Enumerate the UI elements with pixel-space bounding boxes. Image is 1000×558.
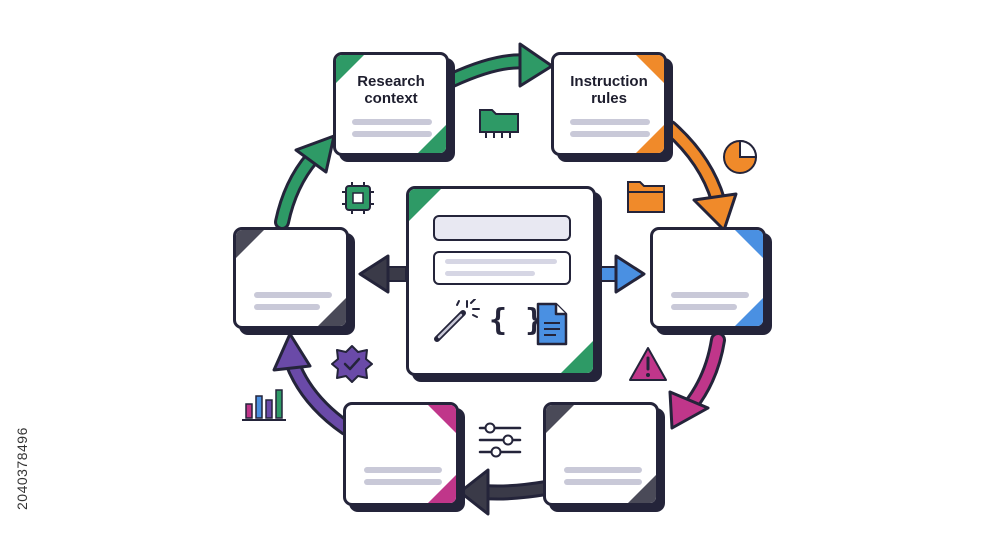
placeholder-line xyxy=(254,292,332,298)
accent-corner xyxy=(735,298,763,326)
magic-wand-icon xyxy=(434,299,480,342)
arrow-center-to-right xyxy=(614,254,646,294)
folder-icon xyxy=(627,181,665,213)
placeholder-line xyxy=(364,479,442,485)
center-card[interactable]: { } xyxy=(406,186,596,376)
arrow-left-to-research xyxy=(277,153,317,227)
placeholder-line xyxy=(564,467,642,473)
arrow-bottomright-to-bottomleft xyxy=(479,483,551,498)
placeholder-line xyxy=(254,304,320,310)
bottom-left-card[interactable] xyxy=(343,402,459,506)
right-card[interactable] xyxy=(650,227,766,329)
input-field[interactable] xyxy=(433,251,571,285)
placeholder-line xyxy=(445,259,557,264)
placeholder-line xyxy=(671,304,737,310)
placeholder-line xyxy=(445,271,535,276)
arrow-instruction-to-right xyxy=(665,123,723,205)
placeholder-line xyxy=(671,292,749,298)
verified-badge-icon xyxy=(331,345,373,383)
placeholder-line xyxy=(364,467,442,473)
accent-corner xyxy=(636,125,664,153)
placeholder-line xyxy=(570,131,650,137)
pie-chart-icon xyxy=(723,139,758,174)
research-context-card[interactable]: Research context xyxy=(333,52,449,156)
document-icon xyxy=(536,302,568,346)
accent-corner xyxy=(735,230,763,258)
accent-corner xyxy=(236,230,264,258)
placeholder-line xyxy=(564,479,642,485)
accent-corner xyxy=(318,298,346,326)
accent-corner xyxy=(428,405,456,433)
bar-chart-icon xyxy=(242,389,286,421)
accent-corner xyxy=(546,405,574,433)
cpu-chip-icon xyxy=(342,182,374,214)
research-context-title: Research context xyxy=(357,73,425,107)
warning-icon xyxy=(629,347,667,381)
instruction-rules-title: Instruction rules xyxy=(570,73,648,107)
input-field[interactable] xyxy=(433,215,571,241)
left-card[interactable] xyxy=(233,227,349,329)
code-braces-icon: { } xyxy=(489,303,544,338)
arrow-center-to-left xyxy=(358,254,390,294)
placeholder-line xyxy=(352,131,432,137)
placeholder-line xyxy=(352,119,432,125)
instruction-rules-card[interactable]: Instruction rules xyxy=(551,52,667,156)
sliders-icon xyxy=(478,422,522,458)
placeholder-line xyxy=(570,119,650,125)
folder-chip-icon xyxy=(479,109,519,138)
arrow-bottomleft-to-left xyxy=(287,357,351,433)
bottom-right-card[interactable] xyxy=(543,402,659,506)
accent-corner xyxy=(418,125,446,153)
